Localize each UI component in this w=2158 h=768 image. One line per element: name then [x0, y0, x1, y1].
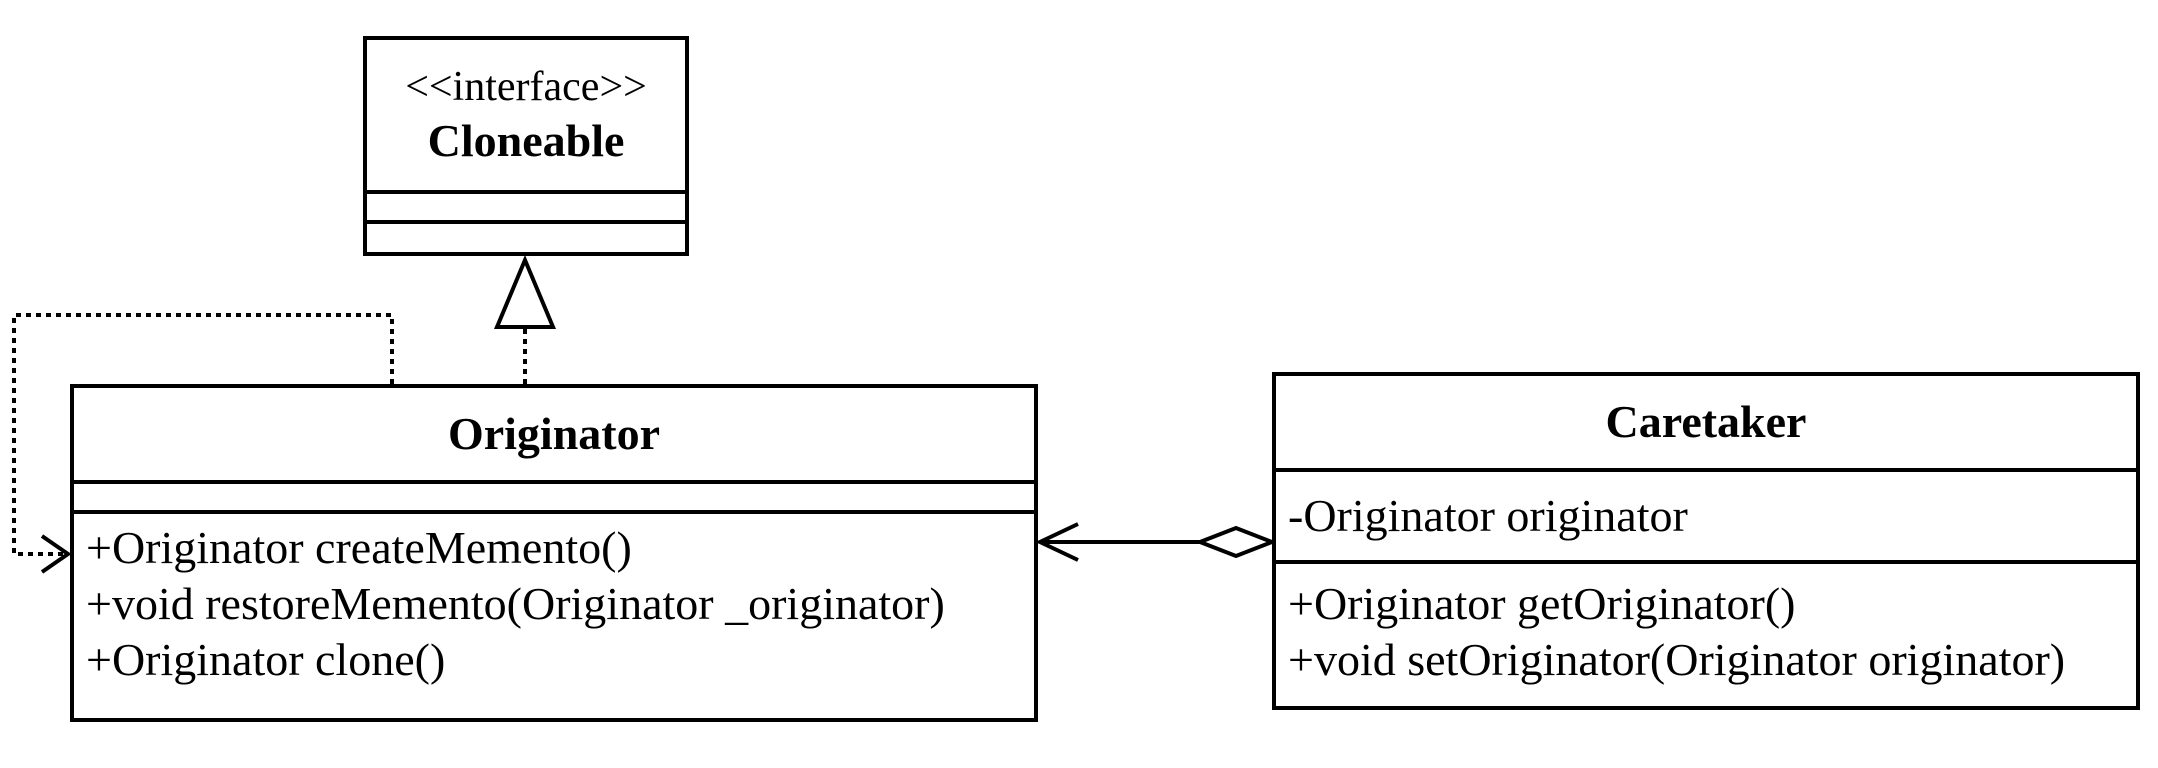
cloneable-header: <<interface>> Cloneable: [367, 40, 685, 190]
operation-restore-memento: +void restoreMemento(Originator _origina…: [86, 578, 945, 629]
realization-arrowhead: [493, 254, 557, 329]
operations-compartment: +Originator createMemento() +void restor…: [74, 510, 1034, 688]
operations-compartment: +Originator getOriginator() +void setOri…: [1276, 560, 2136, 688]
class-name: Caretaker: [1605, 396, 1807, 447]
operation-get-originator: +Originator getOriginator(): [1288, 578, 1796, 629]
aggregation-arrowhead: [1035, 522, 1079, 562]
operation-clone: +Originator clone(): [86, 634, 446, 685]
operation-create-memento: +Originator createMemento(): [86, 522, 632, 573]
stereotype-label: <<interface>>: [405, 64, 647, 110]
self-dependency-arrowhead: [40, 534, 72, 574]
operation-set-originator: +void setOriginator(Originator originato…: [1288, 634, 2066, 685]
originator-class: Originator +Originator createMemento() +…: [70, 384, 1038, 722]
aggregation-diamond: [1194, 525, 1278, 559]
cloneable-class: <<interface>> Cloneable: [363, 36, 689, 256]
attributes-compartment: [367, 190, 685, 220]
class-name: Originator: [447, 408, 661, 459]
caretaker-header: Caretaker: [1276, 376, 2136, 468]
class-name: Cloneable: [427, 115, 625, 166]
attribute-originator: -Originator originator: [1288, 490, 1688, 541]
attributes-compartment: [74, 480, 1034, 510]
originator-header: Originator: [74, 388, 1034, 480]
operations-compartment: [367, 220, 685, 252]
caretaker-class: Caretaker -Originator originator +Origin…: [1272, 372, 2140, 710]
attributes-compartment: -Originator originator: [1276, 468, 2136, 560]
self-dependency-line: [12, 313, 394, 556]
